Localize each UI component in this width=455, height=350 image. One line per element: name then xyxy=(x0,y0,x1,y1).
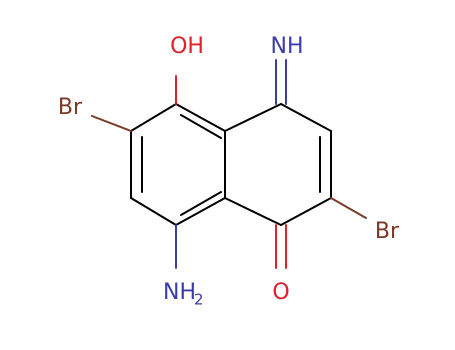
bond-c5-c6 xyxy=(130,103,177,132)
bond-c4a-c5-inner xyxy=(180,114,222,139)
nh2-label-main: NH xyxy=(163,280,196,305)
bond-c8-c8a-inner xyxy=(180,191,222,216)
nh2-label: NH 2 xyxy=(163,280,204,309)
bond-c2-c1 xyxy=(280,197,332,226)
carbonyl-oxygen-label: O xyxy=(272,280,289,305)
br-left-label: Br xyxy=(58,95,83,120)
nh2-label-subscript: 2 xyxy=(194,291,204,309)
br-right-label: Br xyxy=(375,219,400,244)
oh-label: OH xyxy=(170,34,204,59)
imine-label: NH xyxy=(271,34,304,59)
bond-c8-c8a xyxy=(175,197,226,226)
bond-c1-c8a xyxy=(224,197,282,226)
bond-c4a-c4 xyxy=(224,103,282,132)
bond-c7-c8 xyxy=(130,197,177,226)
bond-c4a-c5 xyxy=(175,103,226,132)
bond-c4-c3 xyxy=(280,103,332,132)
bond-c2-br xyxy=(330,197,367,219)
bond-c6-br xyxy=(91,115,132,132)
